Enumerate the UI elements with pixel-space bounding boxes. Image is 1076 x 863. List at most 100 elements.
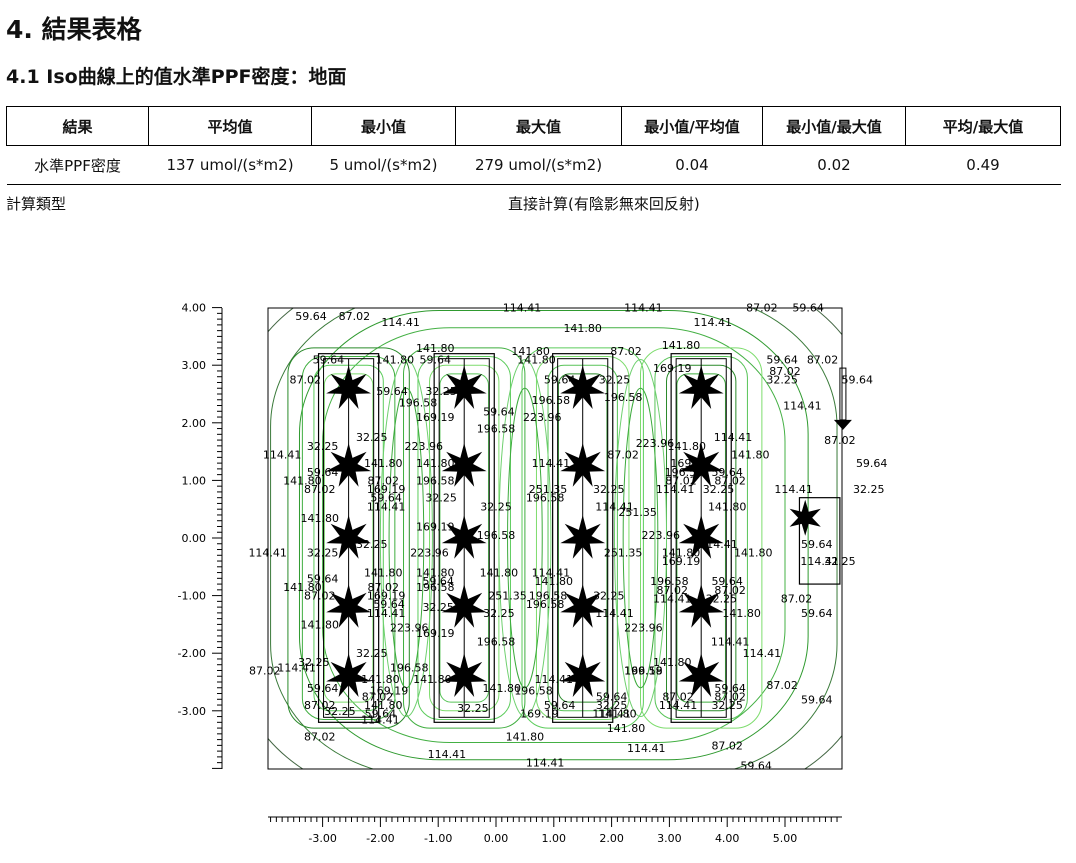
- luminaire-icon: [326, 584, 371, 628]
- contour-value-label: 59.64: [370, 492, 402, 505]
- contour-value-label: 223.96: [410, 546, 449, 559]
- contour-value-label: 196.58: [399, 397, 438, 410]
- contour-ring: [270, 308, 838, 769]
- isoline-plot: 4.003.002.001.000.00-1.00-2.00-3.00 -3.0…: [178, 302, 888, 845]
- contour-value-label: 141.80: [598, 708, 637, 721]
- contour-value-label: 114.41: [361, 713, 400, 726]
- contour-lobe: [507, 387, 543, 689]
- header-result: 結果: [6, 106, 149, 146]
- y-tick-label: -3.00: [178, 705, 206, 718]
- contour-value-label: 196.58: [532, 394, 571, 407]
- rack-outline: [317, 353, 380, 723]
- contour-value-label: 87.02: [662, 690, 694, 703]
- luminaire-icon: [560, 653, 606, 697]
- contour-value-label: 196.58: [477, 636, 516, 649]
- x-tick-label: 4.00: [715, 832, 740, 845]
- contour-value-label: 59.64: [313, 353, 345, 366]
- contour-value-label: 196.58: [477, 423, 516, 436]
- contour-value-label: 59.64: [801, 693, 833, 706]
- contour-value-label: 32.25: [356, 431, 388, 444]
- cell-min-avg: 0.04: [621, 145, 763, 185]
- contour-value-label: 32.25: [711, 699, 743, 712]
- contour-value-label: 169.19: [370, 685, 409, 698]
- contour-value-label: 59.64: [711, 466, 743, 479]
- table-row: 水準PPF密度 137 umol/(s*m2) 5 umol/(s*m2) 27…: [6, 145, 1061, 185]
- contour-value-label: 114.41: [800, 555, 839, 568]
- contour-value-label: 32.25: [425, 385, 457, 398]
- contour-value-label: 114.41: [653, 592, 692, 605]
- contour-value-label: 223.96: [641, 529, 680, 542]
- contour-value-label: 196.58: [604, 391, 643, 404]
- calc-type-value: 直接計算(有陰影無來回反射): [508, 195, 700, 213]
- contour-value-label: 59.64: [842, 374, 874, 387]
- header-minimum: 最小值: [311, 106, 456, 146]
- contour-value-label: 169.19: [367, 590, 406, 603]
- contour-value-label: 32.25: [356, 538, 388, 551]
- contour-value-label: 59.64: [766, 353, 798, 366]
- luminaire-icon: [678, 584, 724, 628]
- fixture-icon: [789, 499, 821, 536]
- y-tick-label: -1.00: [178, 590, 206, 603]
- contour-value-label: 114.41: [263, 448, 302, 461]
- calc-type-label: 計算類型: [6, 195, 67, 213]
- contour-value-label: 87.02: [304, 699, 336, 712]
- contour-value-label: 141.80: [563, 322, 602, 335]
- contour-value-label: 223.96: [390, 621, 429, 634]
- contour-value-label: 141.80: [535, 575, 574, 588]
- contour-value-label: 223.96: [523, 411, 562, 424]
- contour-value-label: 59.64: [307, 466, 339, 479]
- contour-column: [654, 356, 748, 720]
- contour-value-label: 169.19: [670, 457, 709, 470]
- contour-lobe: [379, 358, 433, 718]
- contour-value-label: 114.41: [367, 607, 406, 620]
- section-heading: 4. 結果表格: [6, 15, 142, 44]
- luminaire-icon: [560, 515, 606, 559]
- contour-value-label: 87.02: [249, 664, 281, 677]
- contour-value-label: 114.41: [277, 662, 316, 675]
- results-header-row: 結果 平均值 最小值 最大值 最小值/平均值 最小值/最大值 平均/最大值: [6, 106, 1061, 146]
- y-tick-label: 3.00: [182, 359, 207, 372]
- contour-value-label: 87.02: [304, 731, 336, 744]
- luminaire-icon: [441, 584, 487, 628]
- contour-value-label: 32.25: [307, 440, 339, 453]
- header-min-max: 最小值/最大值: [762, 106, 906, 146]
- contour-value-label: 196.58: [514, 685, 553, 698]
- contour-column: [535, 356, 630, 720]
- luminaire-icon: [326, 443, 371, 487]
- contour-value-label: 141.80: [734, 546, 773, 559]
- luminaire-icon: [560, 584, 606, 628]
- contour-value-label: 32.25: [480, 500, 512, 513]
- contour-value-label: 87.02: [781, 592, 813, 605]
- contour-value-label: 87.02: [362, 690, 394, 703]
- contour-value-label: 114.41: [711, 636, 750, 649]
- contour-value-label: 251.35: [618, 506, 657, 519]
- contour-value-label: 114.41: [714, 431, 753, 444]
- contour-lobe: [622, 387, 659, 689]
- x-tick-label: 3.00: [657, 832, 682, 845]
- y-tick-label: -2.00: [178, 647, 206, 660]
- y-tick-label: 1.00: [182, 474, 207, 487]
- contour-value-label: 87.02: [607, 448, 639, 461]
- y-tick-label: 4.00: [182, 302, 207, 315]
- luminaire-icon: [678, 365, 724, 409]
- contour-value-label: 87.02: [807, 353, 839, 366]
- contour-value-label: 251.35: [529, 483, 568, 496]
- contour-value-label: 32.25: [298, 656, 330, 669]
- contour-value-label: 141.80: [517, 353, 556, 366]
- contour-value-label: 114.41: [624, 302, 663, 315]
- contour-value-label: 32.25: [324, 705, 356, 718]
- x-tick-label: 0.00: [484, 832, 509, 845]
- fan-fixture: [789, 367, 852, 585]
- rack-outline: [552, 353, 614, 723]
- cell-maximum: 279 umol/(s*m2): [455, 145, 622, 185]
- luminaire-icon: [560, 443, 606, 487]
- contour-value-label: 114.41: [592, 708, 631, 721]
- contour-value-label: 114.41: [535, 673, 574, 686]
- contour-column: [301, 356, 396, 720]
- contour-value-label: 32.25: [307, 546, 339, 559]
- contour-value-label: 32.25: [766, 374, 798, 387]
- contour-value-label: 196.58: [416, 581, 455, 594]
- contour-value-label: 114.41: [656, 483, 695, 496]
- contour-value-label: 87.02: [368, 474, 400, 487]
